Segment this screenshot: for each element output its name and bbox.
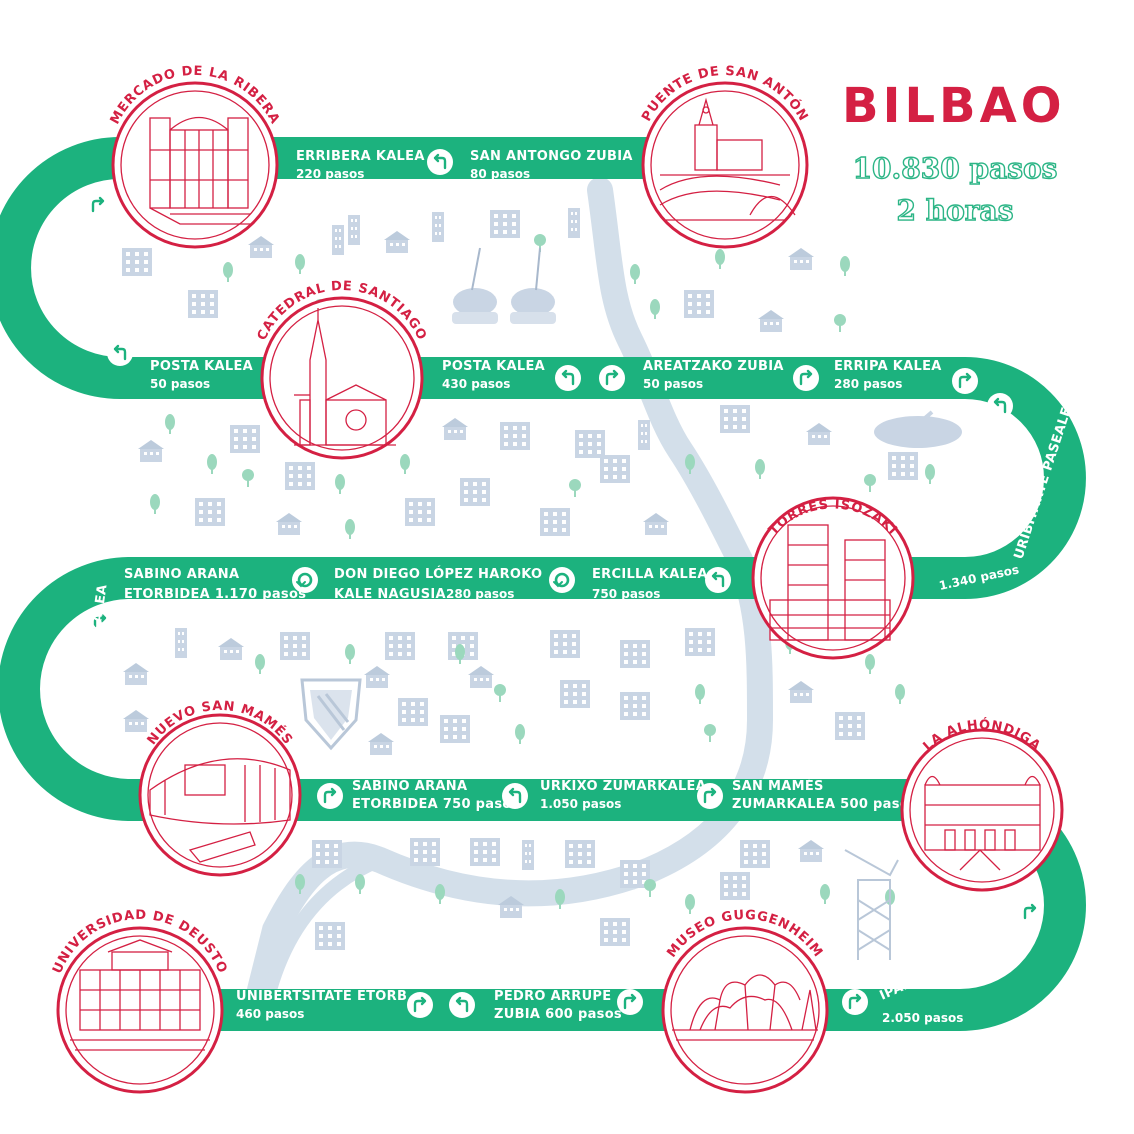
street-steps-iparraguirre: 2.050 pasos: [882, 1011, 963, 1025]
svg-text:DON DIEGO LÓPEZ HAROKO: DON DIEGO LÓPEZ HAROKO: [334, 566, 542, 582]
street-steps-dendarikale: 300 pasos: [107, 245, 121, 313]
landmark-nuevo-san-mames: NUEVO SAN MAMÉS: [138, 699, 302, 877]
svg-text:280 pasos: 280 pasos: [446, 587, 514, 601]
turn-left-icon: [985, 391, 1015, 421]
turn-right-icon: [695, 781, 725, 811]
street-label-erripa: ERRIPA KALEA 280 pasos: [834, 359, 942, 391]
svg-text:KALE NAGUSIA: KALE NAGUSIA: [334, 587, 446, 602]
svg-text:POSTA KALEA: POSTA KALEA: [150, 359, 253, 374]
svg-text:SABINO ARANA: SABINO ARANA: [352, 779, 467, 794]
svg-text:ERCILLA KALEA: ERCILLA KALEA: [592, 567, 708, 582]
svg-text:50 pasos: 50 pasos: [150, 377, 210, 391]
turn-right-icon: [950, 366, 980, 396]
svg-text:460 pasos: 460 pasos: [236, 1007, 304, 1021]
street-label-don-diego: DON DIEGO LÓPEZ HAROKO KALE NAGUSIA 280 …: [334, 566, 542, 602]
roundabout-icon: [547, 565, 577, 595]
svg-text:ETORBIDEA 750 pasos: ETORBIDEA 750 pasos: [352, 797, 520, 812]
svg-text:ETORBIDEA 1.170 pasos: ETORBIDEA 1.170 pasos: [124, 587, 306, 602]
turn-left-icon: [425, 147, 455, 177]
turn-right-icon: [405, 990, 435, 1020]
svg-text:ZUBIA 600 pasos: ZUBIA 600 pasos: [494, 1007, 622, 1022]
street-label-pedro-arrupe: PEDRO ARRUPE ZUBIA 600 pasos: [494, 989, 622, 1022]
street-label-dendarikale: DENDARIKALE: [74, 231, 89, 338]
crane-illustration: [844, 849, 899, 960]
landmark-mercado-de-la-ribera: MERCADO DE LA RIBERA: [108, 64, 282, 249]
landmark-puente-de-san-anton: PUENTE DE SAN ANTÓN: [639, 64, 810, 249]
svg-text:ERRIPA KALEA: ERRIPA KALEA: [834, 359, 942, 374]
svg-text:PEDRO ARRUPE: PEDRO ARRUPE: [494, 989, 611, 1004]
city-background: [122, 208, 962, 960]
landmark-torres-isozaki: TORRES ISOZAKI: [751, 496, 915, 660]
turn-left-icon: [553, 363, 583, 393]
svg-text:SAN ANTONGO ZUBIA: SAN ANTONGO ZUBIA: [470, 149, 633, 164]
turn-right-icon: [791, 363, 821, 393]
svg-text:SAN MAMÉS: SAN MAMÉS: [732, 778, 824, 794]
svg-text:URKIXO ZUMARKALEA: URKIXO ZUMARKALEA: [540, 779, 706, 794]
turn-left-icon: [105, 338, 135, 368]
turn-right-icon: [840, 987, 870, 1017]
svg-text:UNIBERTSITATE ETORB: UNIBERTSITATE ETORB: [236, 989, 407, 1004]
svg-text:220 pasos: 220 pasos: [296, 167, 364, 181]
street-label-areatzako-zubia: AREATZAKO ZUBIA 50 pasos: [643, 359, 784, 391]
beret-illustration: [874, 410, 962, 448]
street-label-sabino-arana-2: SABINO ARANA ETORBIDEA 750 pasos: [352, 779, 520, 812]
svg-text:430 pasos: 430 pasos: [442, 377, 510, 391]
svg-text:DENDARIKALE: DENDARIKALE: [74, 231, 89, 338]
river-branch: [263, 853, 387, 997]
svg-text:50 pasos: 50 pasos: [643, 377, 703, 391]
landmark-la-alhondiga: LA ALHÓNDIGA: [900, 717, 1064, 892]
landmark-universidad-de-deusto: UNIVERSIDAD DE DEUSTO: [50, 908, 229, 1094]
total-steps: 10.830 pasos: [853, 152, 1058, 185]
street-label-posta-2: POSTA KALEA 430 pasos: [442, 359, 545, 391]
street-label-unibertsitate: UNIBERTSITATE ETORB 460 pasos: [236, 989, 407, 1021]
svg-text:ERRIBERA KALEA: ERRIBERA KALEA: [296, 149, 425, 164]
page-title: BILBAO: [842, 78, 1066, 134]
street-label-san-antongo-zubia: SAN ANTONGO ZUBIA 80 pasos: [470, 149, 633, 181]
turn-right-icon: [83, 190, 113, 220]
svg-text:80 pasos: 80 pasos: [470, 167, 530, 181]
svg-text:1.050 pasos: 1.050 pasos: [540, 797, 621, 811]
street-label-sabino-arana-1: SABINO ARANA ETORBIDEA 1.170 pasos: [124, 567, 306, 602]
landmark-museo-guggenheim: MUSEO GUGGENHEIM: [661, 908, 829, 1094]
turn-left-icon: [703, 565, 733, 595]
street-label-san-mames: SAN MAMÉS ZUMARKALEA 500 pasos: [732, 778, 917, 812]
turn-right-icon: [597, 363, 627, 393]
svg-text:AREATZAKO ZUBIA: AREATZAKO ZUBIA: [643, 359, 784, 374]
landmark-catedral-de-santiago: CATEDRAL DE SANTIAGO: [255, 279, 429, 460]
street-label-posta-1: POSTA KALEA 50 pasos: [150, 359, 253, 391]
pintxos-illustration: [452, 247, 556, 324]
street-label-urkixo: URKIXO ZUMARKALEA 1.050 pasos: [540, 779, 706, 811]
total-time: 2 horas: [897, 194, 1014, 227]
svg-text:300 pasos: 300 pasos: [107, 245, 121, 313]
street-steps-felipe-serrate: 470 pasos: [99, 705, 133, 774]
street-label-ercilla: ERCILLA KALEA 750 pasos: [592, 567, 708, 601]
svg-text:280 pasos: 280 pasos: [834, 377, 902, 391]
turn-right-icon: [315, 781, 345, 811]
svg-text:SABINO ARANA: SABINO ARANA: [124, 567, 239, 582]
turn-right-icon: [1015, 897, 1045, 927]
svg-text:ZUMARKALEA 500 pasos: ZUMARKALEA 500 pasos: [732, 797, 917, 812]
svg-text:750 pasos: 750 pasos: [592, 587, 660, 601]
svg-text:POSTA KALEA: POSTA KALEA: [442, 359, 545, 374]
street-label-erribera: ERRIBERA KALEA 220 pasos: [296, 149, 425, 181]
athletic-crest-icon: [300, 678, 362, 751]
turn-left-icon: [500, 781, 530, 811]
turn-left-icon: [447, 990, 477, 1020]
